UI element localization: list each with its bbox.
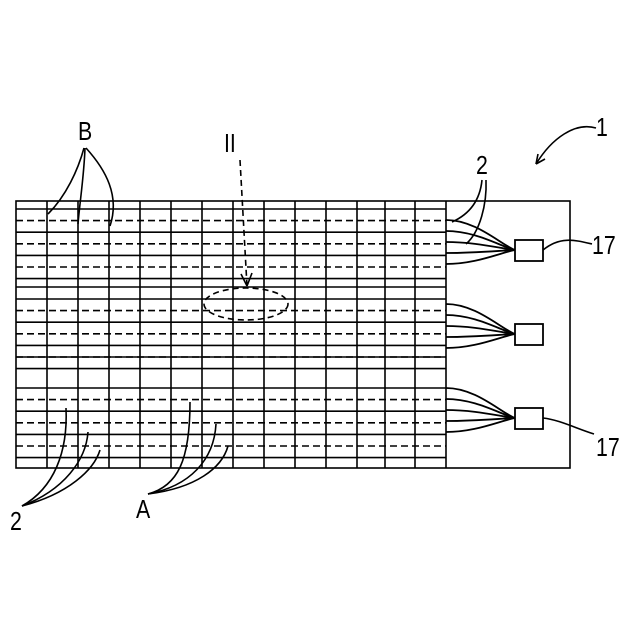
label-ref-fiber-top: 2 [476, 152, 488, 178]
fiber-line [446, 315, 515, 334]
leader-connector-top [543, 240, 592, 250]
leader-a-3 [148, 446, 228, 494]
leader-lines [22, 127, 596, 506]
fiber-line [446, 231, 515, 250]
label-ref-connector-bottom: 17 [596, 434, 620, 460]
label-ref-a: A [136, 496, 150, 522]
section-ellipse [204, 288, 288, 320]
label-ref-section: II [224, 130, 236, 156]
fiber-line [446, 399, 515, 418]
leader-connector-bottom [543, 418, 594, 434]
label-ref-b: B [78, 118, 92, 144]
connector-box [515, 408, 543, 429]
fiber-bundles [446, 220, 543, 432]
label-ref-connector-top: 17 [592, 232, 616, 258]
label-ref-panel: 1 [596, 114, 608, 140]
connector-box [515, 240, 543, 261]
leader-panel [536, 127, 596, 164]
connector-box [515, 324, 543, 345]
grid-mesh [16, 201, 570, 468]
leader-b-2 [78, 148, 85, 224]
arrowhead-panel [536, 154, 545, 164]
label-ref-fiber-bottom: 2 [10, 508, 22, 534]
